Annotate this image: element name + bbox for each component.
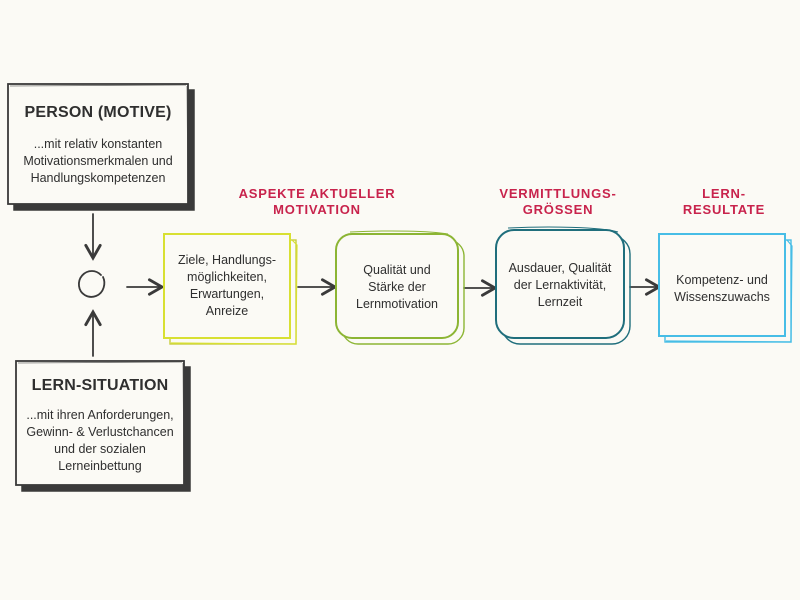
category-line: VERMITTLUNGS- bbox=[499, 186, 617, 201]
process-box-line: Ziele, Handlungs- bbox=[178, 253, 276, 267]
process-box-results bbox=[658, 233, 793, 343]
situation-box-body: ...mit ihren Anforderungen, Gewinn- & Ve… bbox=[16, 407, 184, 475]
person-box-line: Handlungskompetenzen bbox=[30, 171, 166, 185]
category-line: RESULTATE bbox=[682, 202, 766, 217]
process-box-results-text: Kompetenz- und Wissenszuwachs bbox=[659, 272, 785, 306]
process-box-line: Qualität und bbox=[363, 263, 431, 277]
process-box-line: Kompetenz- und bbox=[676, 273, 768, 287]
process-box-goals bbox=[163, 233, 298, 345]
category-line: ASPEKTE AKTUELLER bbox=[238, 186, 396, 201]
process-box-quality-text: Qualität und Stärke der Lernmotivation bbox=[336, 262, 458, 313]
person-box-title: PERSON (MOTIVE) bbox=[24, 104, 172, 121]
situation-box-line: Gewinn- & Verlustchancen bbox=[26, 425, 174, 439]
person-box-body: ...mit relativ konstanten Motivationsmer… bbox=[8, 136, 188, 187]
process-box-line: Lernmotivation bbox=[356, 297, 438, 311]
process-box-persistence bbox=[495, 226, 631, 345]
situation-box bbox=[15, 360, 191, 492]
process-box-line: Lernzeit bbox=[537, 295, 583, 309]
process-box-persistence-text: Ausdauer, Qualität der Lernaktivität, Le… bbox=[496, 260, 624, 311]
situation-box-title: LERN-SITUATION bbox=[31, 377, 169, 394]
category-line: LERN- bbox=[702, 186, 746, 201]
process-box-line: Stärke der bbox=[368, 280, 426, 294]
process-box-line: Anreize bbox=[205, 304, 249, 318]
category-line: GRÖSSEN bbox=[522, 202, 594, 217]
category-header-results: LERN- RESULTATE bbox=[668, 186, 780, 218]
process-box-line: möglichkeiten, bbox=[187, 270, 267, 284]
situation-box-line: ...mit ihren Anforderungen, bbox=[26, 408, 174, 422]
situation-box-line: Lerneinbettung bbox=[58, 459, 142, 473]
category-line: MOTIVATION bbox=[273, 202, 361, 217]
process-box-quality bbox=[335, 230, 465, 345]
process-box-goals-text: Ziele, Handlungs- möglichkeiten, Erwartu… bbox=[164, 252, 290, 320]
combination-circle bbox=[78, 270, 106, 298]
process-box-line: Erwartungen, bbox=[189, 287, 265, 301]
category-header-mediators: VERMITTLUNGS- GRÖSSEN bbox=[478, 186, 638, 218]
category-header-motivation: ASPEKTE AKTUELLER MOTIVATION bbox=[212, 186, 422, 218]
person-box bbox=[7, 83, 195, 211]
person-box-line: Motivationsmerkmalen und bbox=[23, 154, 173, 168]
process-box-line: Ausdauer, Qualität bbox=[508, 261, 612, 275]
process-box-line: Wissenszuwachs bbox=[674, 290, 770, 304]
person-box-line: ...mit relativ konstanten bbox=[33, 137, 163, 151]
situation-box-line: und der sozialen bbox=[54, 442, 146, 456]
process-box-line: der Lernaktivität, bbox=[513, 278, 607, 292]
